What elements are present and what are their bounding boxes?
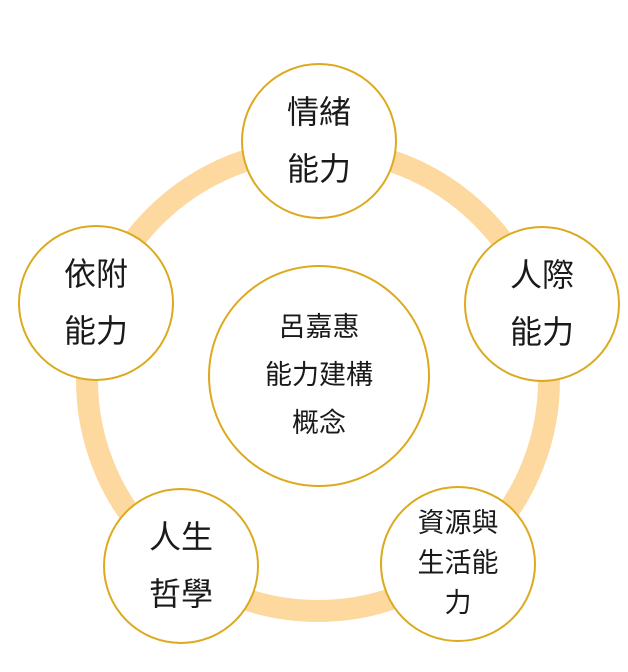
node-life-philosophy: 人生 哲學	[103, 488, 259, 644]
node-emotion-label: 情緒 能力	[286, 93, 351, 188]
node-interpersonal-label: 人際 能力	[509, 256, 574, 351]
center-concept-label: 呂嘉惠 能力建構 概念	[265, 312, 373, 439]
node-resource-label: 資源與 生活能 力	[417, 508, 499, 619]
node-attachment-ability: 依附 能力	[18, 225, 174, 381]
node-life-label: 人生 哲學	[148, 518, 213, 613]
node-emotion-ability: 情緒 能力	[241, 63, 397, 219]
node-attachment-label: 依附 能力	[63, 255, 128, 350]
center-concept-node: 呂嘉惠 能力建構 概念	[208, 265, 430, 487]
node-interpersonal-ability: 人際 能力	[464, 226, 620, 382]
node-resource-life-ability: 資源與 生活能 力	[380, 486, 536, 642]
